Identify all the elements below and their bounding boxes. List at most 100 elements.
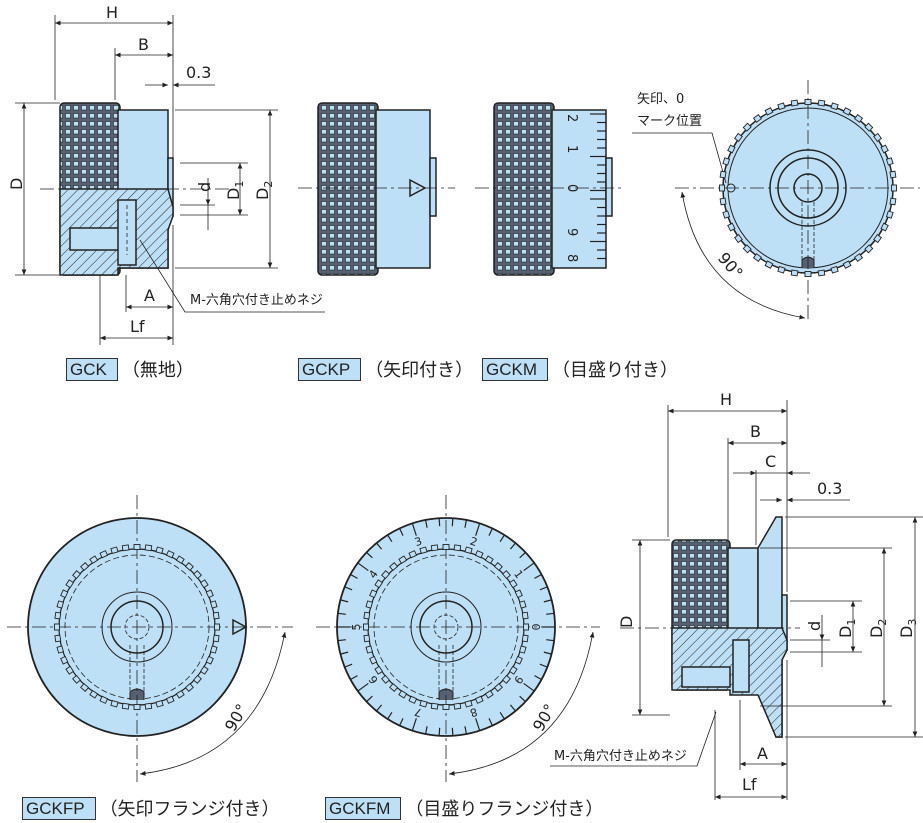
knurl-tooth [363, 634, 371, 643]
knurl-tooth [885, 157, 894, 166]
knurl-tooth [742, 244, 752, 254]
knurl-tooth [121, 544, 130, 552]
knurl-teeth [719, 99, 897, 277]
knurl-tooth [54, 611, 62, 620]
knurl-tooth [365, 645, 374, 654]
dial-tick [438, 518, 441, 527]
knurl-tooth [381, 674, 391, 684]
knurl-tooth [880, 144, 889, 154]
dial-tick [475, 718, 481, 731]
caption-gckfm: GCKFM （目盛りフランジ付き） [325, 795, 603, 821]
knurl-tooth [56, 645, 65, 654]
knurl-tooth [99, 695, 109, 704]
knurl-tooth [880, 222, 889, 232]
knurl-tooth [374, 579, 384, 589]
knurl-tooth [60, 655, 69, 665]
knurl-tooth [184, 562, 194, 572]
knurl-tooth [464, 699, 473, 708]
scale-number: 9 [564, 228, 579, 236]
scale-number: 2 [564, 114, 579, 122]
dial-tick [488, 528, 493, 536]
dial-tick [519, 695, 526, 703]
knurl-tooth [398, 689, 408, 699]
dial-tick [546, 612, 555, 615]
dial-tick [424, 726, 428, 735]
knurl-tooth [854, 114, 864, 123]
dial-tick [357, 682, 369, 692]
model-description: （目盛りフランジ付き） [405, 799, 604, 820]
knurl-tooth [99, 550, 109, 559]
knurl-tooth [501, 570, 511, 580]
scale-number: 1 [564, 145, 579, 153]
knurl-tooth [133, 544, 141, 550]
svg-text:D1: D1 [224, 181, 246, 200]
knurl-tooth [873, 132, 882, 142]
dim-B: B [138, 35, 149, 54]
knurl-tooth [830, 265, 839, 274]
dim-A: A [757, 744, 768, 763]
dial-tick [451, 518, 454, 527]
knurl-tooth [65, 665, 75, 675]
mark-position-note-line2: マーク位置 [637, 114, 702, 129]
knurl-tooth [464, 546, 473, 555]
dial-tick [344, 663, 353, 668]
mark-position-note-line1: 矢印、0 [637, 92, 684, 107]
model-code-tag: GCKP [298, 357, 362, 381]
knurl-tooth [442, 704, 450, 710]
gckf-dimension-lines [550, 400, 923, 800]
dial-tick [546, 639, 555, 642]
knurl-tooth [764, 260, 774, 269]
scale-number: 8 [564, 254, 579, 262]
knurl-tooth [493, 562, 503, 572]
knurl-tooth [501, 674, 511, 684]
knurl-tooth [389, 682, 399, 692]
knurl-tooth [72, 674, 82, 684]
knurl-tooth [54, 634, 62, 643]
model-description: （無地） [121, 360, 194, 381]
knurl-tooth [199, 579, 209, 589]
dial-tick [424, 519, 428, 528]
dim-d: d [195, 182, 214, 192]
dial-scale-ticks [337, 518, 555, 736]
model-description: （矢印付き） [365, 360, 474, 381]
dial-tick [387, 534, 393, 543]
dim-D1: D1 [224, 181, 246, 200]
knurl-tooth [474, 550, 484, 559]
knurl-tooth [777, 102, 786, 111]
dial-tick [539, 586, 548, 591]
gckfm-front-view [316, 495, 600, 782]
dim-H: H [720, 390, 732, 409]
knurl-tooth [398, 555, 408, 565]
knurl-tooth [165, 550, 175, 559]
knurl-tooth [727, 222, 736, 232]
model-code-tag: GCK [66, 357, 118, 381]
dial-tick [340, 651, 349, 655]
knurl-tooth [719, 184, 725, 192]
dial-tick [543, 599, 552, 603]
knurl-tooth [484, 689, 494, 699]
dim-Lf: Lf [130, 317, 145, 336]
angle-label: 90° [529, 701, 560, 735]
knurl-tooth [80, 562, 90, 572]
knurl-tooth [790, 269, 799, 277]
knurl-tooth [727, 144, 736, 154]
knurl-tooth [752, 253, 762, 262]
dial-tick [475, 523, 481, 536]
dial-tick [464, 726, 468, 735]
knurl-tooth [374, 665, 384, 675]
knurl-tooth [777, 265, 786, 274]
model-code-tag: GCKFM [325, 796, 402, 820]
knurl-tooth [804, 271, 812, 277]
model-code-tag: GCKFP [22, 796, 96, 820]
knurl-tooth [889, 197, 897, 206]
knurl-tooth [121, 702, 130, 710]
dial-tick [376, 542, 383, 550]
knurl-tooth [719, 197, 727, 206]
dial-tick [534, 573, 542, 579]
dial-tick [438, 727, 441, 736]
dim-D2: D2 [253, 181, 275, 200]
knurl-tooth [790, 99, 799, 107]
knurl-tooth [199, 665, 209, 675]
dial-tick [411, 523, 417, 536]
dim-H: H [106, 3, 118, 22]
